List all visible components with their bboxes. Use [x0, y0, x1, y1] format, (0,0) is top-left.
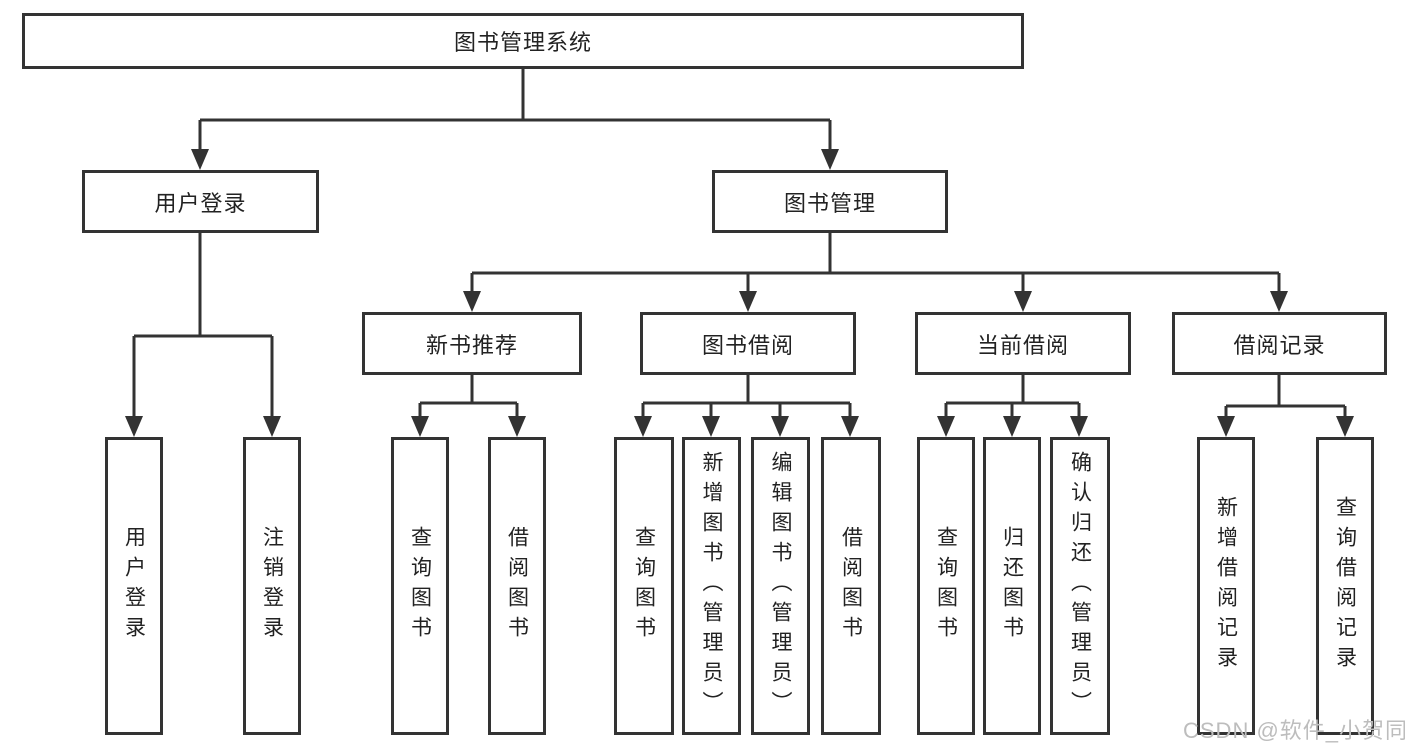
- node-col-query-borrow-record-label: 查询借阅记录: [1333, 496, 1357, 676]
- node-col-query-books-current: 查询图书: [917, 437, 975, 735]
- node-new-book-recommend-label: 新书推荐: [425, 332, 518, 358]
- arrowhead-icons: [125, 149, 1354, 437]
- node-book-management-label: 图书管理: [783, 190, 876, 216]
- node-col-borrow-books-label: 借阅图书: [839, 526, 863, 646]
- node-col-user-login: 用户登录: [105, 437, 163, 735]
- node-book-borrow: 图书借阅: [640, 312, 856, 375]
- node-col-borrow-books-recommend: 借阅图书: [488, 437, 546, 735]
- node-library-system-label: 图书管理系统: [453, 30, 592, 55]
- node-col-user-login-label: 用户登录: [122, 526, 146, 646]
- node-col-query-books-current-label: 查询图书: [934, 526, 958, 646]
- node-col-borrow-books: 借阅图书: [821, 437, 881, 735]
- node-col-query-books-recommend: 查询图书: [391, 437, 449, 735]
- node-col-borrow-books-recommend-label: 借阅图书: [505, 526, 529, 646]
- node-current-borrow-label: 当前借阅: [976, 332, 1069, 358]
- node-col-edit-books-admin: 编辑图书（管理员）: [751, 437, 810, 735]
- node-col-return-books: 归还图书: [983, 437, 1041, 735]
- node-new-book-recommend: 新书推荐: [362, 312, 582, 375]
- node-borrow-records: 借阅记录: [1172, 312, 1387, 375]
- node-col-query-books-recommend-label: 查询图书: [408, 526, 432, 646]
- node-col-confirm-return-admin-label: 确认归还（管理员）: [1068, 451, 1092, 721]
- node-col-query-books-borrow-label: 查询图书: [632, 526, 656, 646]
- node-col-add-books-admin: 新增图书（管理员）: [682, 437, 741, 735]
- node-col-query-borrow-record: 查询借阅记录: [1316, 437, 1374, 735]
- node-user-login-label: 用户登录: [154, 190, 247, 216]
- node-col-query-books-borrow: 查询图书: [614, 437, 674, 735]
- node-col-logout-label: 注销登录: [260, 526, 284, 646]
- node-book-management: 图书管理: [712, 170, 948, 233]
- node-col-confirm-return-admin: 确认归还（管理员）: [1050, 437, 1110, 735]
- node-col-edit-books-admin-label: 编辑图书（管理员）: [769, 451, 792, 721]
- node-col-logout: 注销登录: [243, 437, 301, 735]
- node-library-system: 图书管理系统: [22, 13, 1024, 69]
- node-col-return-books-label: 归还图书: [1000, 526, 1024, 646]
- node-col-add-books-admin-label: 新增图书（管理员）: [700, 451, 723, 721]
- csdn-watermark: CSDN @软件_小贺同学: [1183, 718, 1405, 743]
- node-current-borrow: 当前借阅: [915, 312, 1131, 375]
- node-col-add-borrow-record: 新增借阅记录: [1197, 437, 1255, 735]
- node-borrow-records-label: 借阅记录: [1233, 332, 1326, 358]
- node-user-login: 用户登录: [82, 170, 319, 233]
- node-col-add-borrow-record-label: 新增借阅记录: [1214, 496, 1238, 676]
- node-book-borrow-label: 图书借阅: [701, 332, 794, 358]
